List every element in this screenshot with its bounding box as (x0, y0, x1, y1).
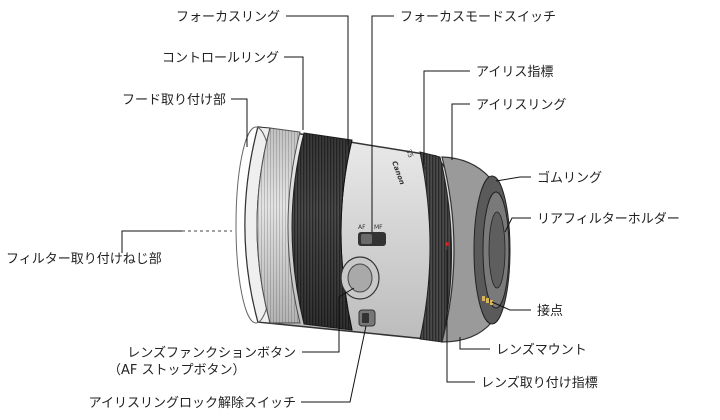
switch-af-label: AF (358, 224, 366, 231)
label-function-button-sub: （AF ストップボタン） (108, 363, 246, 378)
label-rubber-ring: ゴムリング (537, 170, 602, 186)
label-control-ring: コントロールリング (162, 51, 279, 66)
label-mount-index: レンズ取り付け指標 (481, 375, 598, 391)
label-filter-thread: フィルター取り付けねじ部 (6, 252, 162, 267)
label-focus-ring: フォーカスリング (176, 10, 280, 25)
label-iris-lock-switch: アイリスリングロック解除スイッチ (89, 396, 296, 411)
label-iris-ring: アイリスリング (476, 98, 566, 113)
label-iris-index: アイリス指標 (476, 65, 553, 80)
switch-mf-label: MF (374, 224, 383, 231)
label-lens-mount: レンズマウント (496, 342, 587, 358)
leader-lines (121, 15, 531, 403)
callout-labels: フォーカスリング フォーカスモードスイッチ コントロールリング アイリス指標 フ… (6, 10, 680, 411)
label-function-button: レンズファンクションボタン (127, 345, 296, 361)
label-focus-mode-switch: フォーカスモードスイッチ (400, 10, 556, 25)
label-hood-mount: フード取り付け部 (122, 93, 226, 108)
iris-index-mark (424, 166, 428, 170)
focal-marking: 35 (404, 148, 415, 159)
contacts-graphic (482, 296, 493, 305)
function-button-graphic (340, 256, 380, 300)
mount-index-mark (445, 242, 449, 246)
iris-lock-switch-graphic (358, 309, 376, 327)
label-rear-filter-holder: リアフィルターホルダー (537, 212, 680, 227)
focus-mode-switch-graphic: AF MF (358, 224, 386, 246)
label-contacts: 接点 (537, 303, 563, 319)
lens-illustration: Canon 35 AF MF (235, 126, 511, 343)
